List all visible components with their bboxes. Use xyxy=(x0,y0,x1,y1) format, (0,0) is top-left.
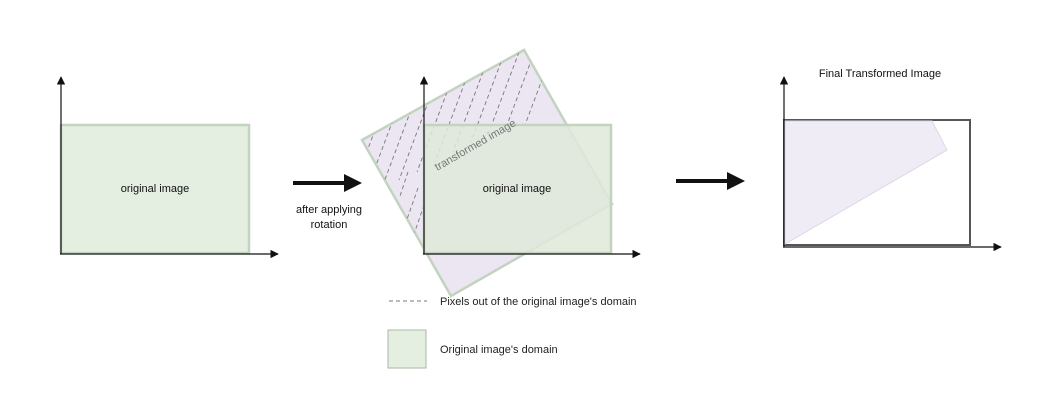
middle-original-label: original image xyxy=(483,183,551,195)
arrow-head-icon xyxy=(344,174,362,192)
arrow-caption-line1: after applying xyxy=(296,204,362,216)
middle-panel: original image transformed image xyxy=(360,48,641,298)
legend: Pixels out of the original image's domai… xyxy=(387,296,637,369)
left-panel: original image xyxy=(56,76,279,259)
result-arrow xyxy=(676,172,745,190)
original-image-label: original image xyxy=(121,183,189,195)
legend-domain-swatch xyxy=(387,329,427,369)
legend-dashed-label: Pixels out of the original image's domai… xyxy=(440,296,637,308)
final-image-title: Final Transformed Image xyxy=(819,68,941,80)
right-panel: Final Transformed Image xyxy=(779,68,1002,252)
final-image-content xyxy=(784,120,948,245)
original-image-rect xyxy=(59,123,251,255)
legend-domain-label: Original image's domain xyxy=(440,344,558,356)
rotation-arrow: after applying rotation xyxy=(293,174,362,231)
arrow-caption-line2: rotation xyxy=(311,219,348,231)
arrow-head-icon xyxy=(727,172,745,190)
